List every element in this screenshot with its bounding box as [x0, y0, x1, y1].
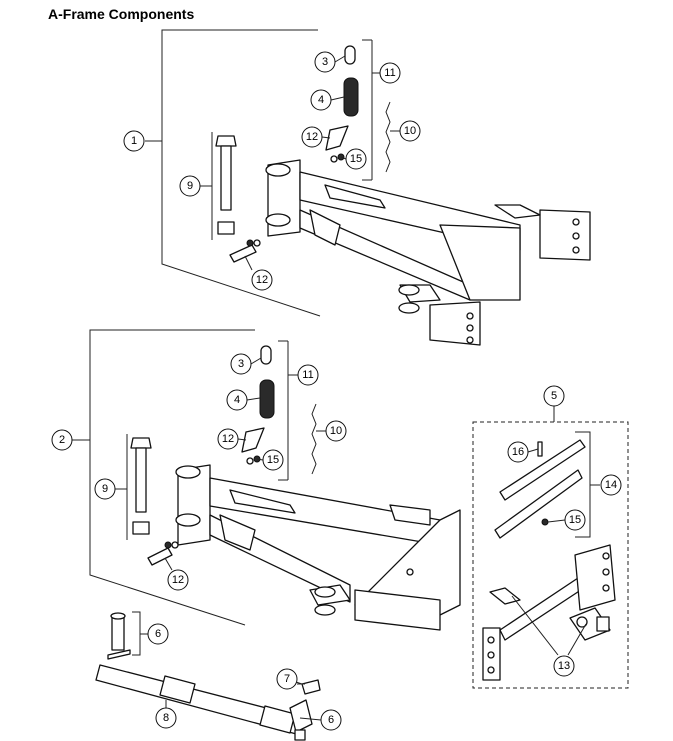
svg-text:6: 6: [155, 628, 161, 640]
svg-text:8: 8: [163, 712, 169, 724]
spring-assembly-upper: [229, 39, 391, 263]
callout-13: 13: [553, 655, 575, 677]
svg-text:11: 11: [384, 67, 395, 79]
callout-11-upper: 11: [379, 62, 401, 84]
svg-text:13: 13: [558, 660, 570, 672]
callout-6-pin: 6: [147, 623, 169, 645]
callout-1: 1: [123, 130, 145, 152]
callout-3-lower: 3: [230, 353, 252, 375]
callout-10-upper: 10: [399, 120, 421, 142]
leader-lines: [164, 55, 566, 685]
bolt-9-upper: [200, 132, 237, 240]
callout-7: 7: [276, 668, 298, 690]
svg-text:11: 11: [302, 369, 313, 381]
svg-text:12: 12: [172, 574, 184, 586]
svg-text:7: 7: [284, 673, 290, 685]
svg-text:15: 15: [569, 514, 581, 526]
svg-text:5: 5: [551, 390, 557, 402]
svg-text:6: 6: [328, 714, 334, 726]
svg-text:15: 15: [350, 153, 362, 165]
svg-text:4: 4: [318, 94, 324, 106]
bolt-9-lower: [115, 434, 152, 540]
svg-text:10: 10: [404, 125, 416, 137]
callout-4-lower: 4: [226, 389, 248, 411]
callout-10-lower: 10: [325, 420, 347, 442]
svg-text:15: 15: [267, 454, 279, 466]
kit-5-box: [472, 406, 629, 689]
svg-text:10: 10: [330, 425, 342, 437]
spring-assembly-lower: [147, 340, 317, 566]
pin-and-tube-assembly: [95, 611, 322, 741]
callout-6-end: 6: [320, 709, 342, 731]
svg-text:12: 12: [256, 274, 268, 286]
callout-16: 16: [507, 441, 529, 463]
callout-5: 5: [543, 385, 565, 407]
callout-14: 14: [600, 474, 622, 496]
callout-12-upper-pin: 12: [251, 269, 273, 291]
callout-9-upper: 9: [179, 175, 201, 197]
svg-text:4: 4: [234, 394, 240, 406]
svg-text:16: 16: [512, 446, 524, 458]
svg-text:3: 3: [238, 358, 244, 370]
svg-text:9: 9: [187, 180, 193, 192]
svg-text:12: 12: [306, 131, 318, 143]
svg-text:9: 9: [102, 483, 108, 495]
svg-text:14: 14: [605, 479, 617, 491]
svg-text:12: 12: [222, 433, 234, 445]
callout-8: 8: [155, 707, 177, 729]
callout-15-lower: 15: [262, 449, 284, 471]
callout-12-upper-spring: 12: [301, 126, 323, 148]
callout-3-upper: 3: [314, 51, 336, 73]
callout-11-lower: 11: [297, 364, 319, 386]
callout-15-kit: 15: [564, 509, 586, 531]
callout-2: 2: [51, 429, 73, 451]
callout-12-lower-spring: 12: [217, 428, 239, 450]
callout-12-lower-pin: 12: [167, 569, 189, 591]
svg-text:1: 1: [131, 135, 137, 147]
a-frame-lower: [72, 329, 461, 631]
callout-15-upper: 15: [345, 148, 367, 170]
svg-text:2: 2: [59, 434, 65, 446]
callout-9-lower: 9: [94, 478, 116, 500]
callout-4-upper: 4: [310, 89, 332, 111]
svg-text:3: 3: [322, 56, 328, 68]
a-frame-upper: [145, 29, 591, 346]
page-title: A-Frame Components: [48, 6, 195, 22]
